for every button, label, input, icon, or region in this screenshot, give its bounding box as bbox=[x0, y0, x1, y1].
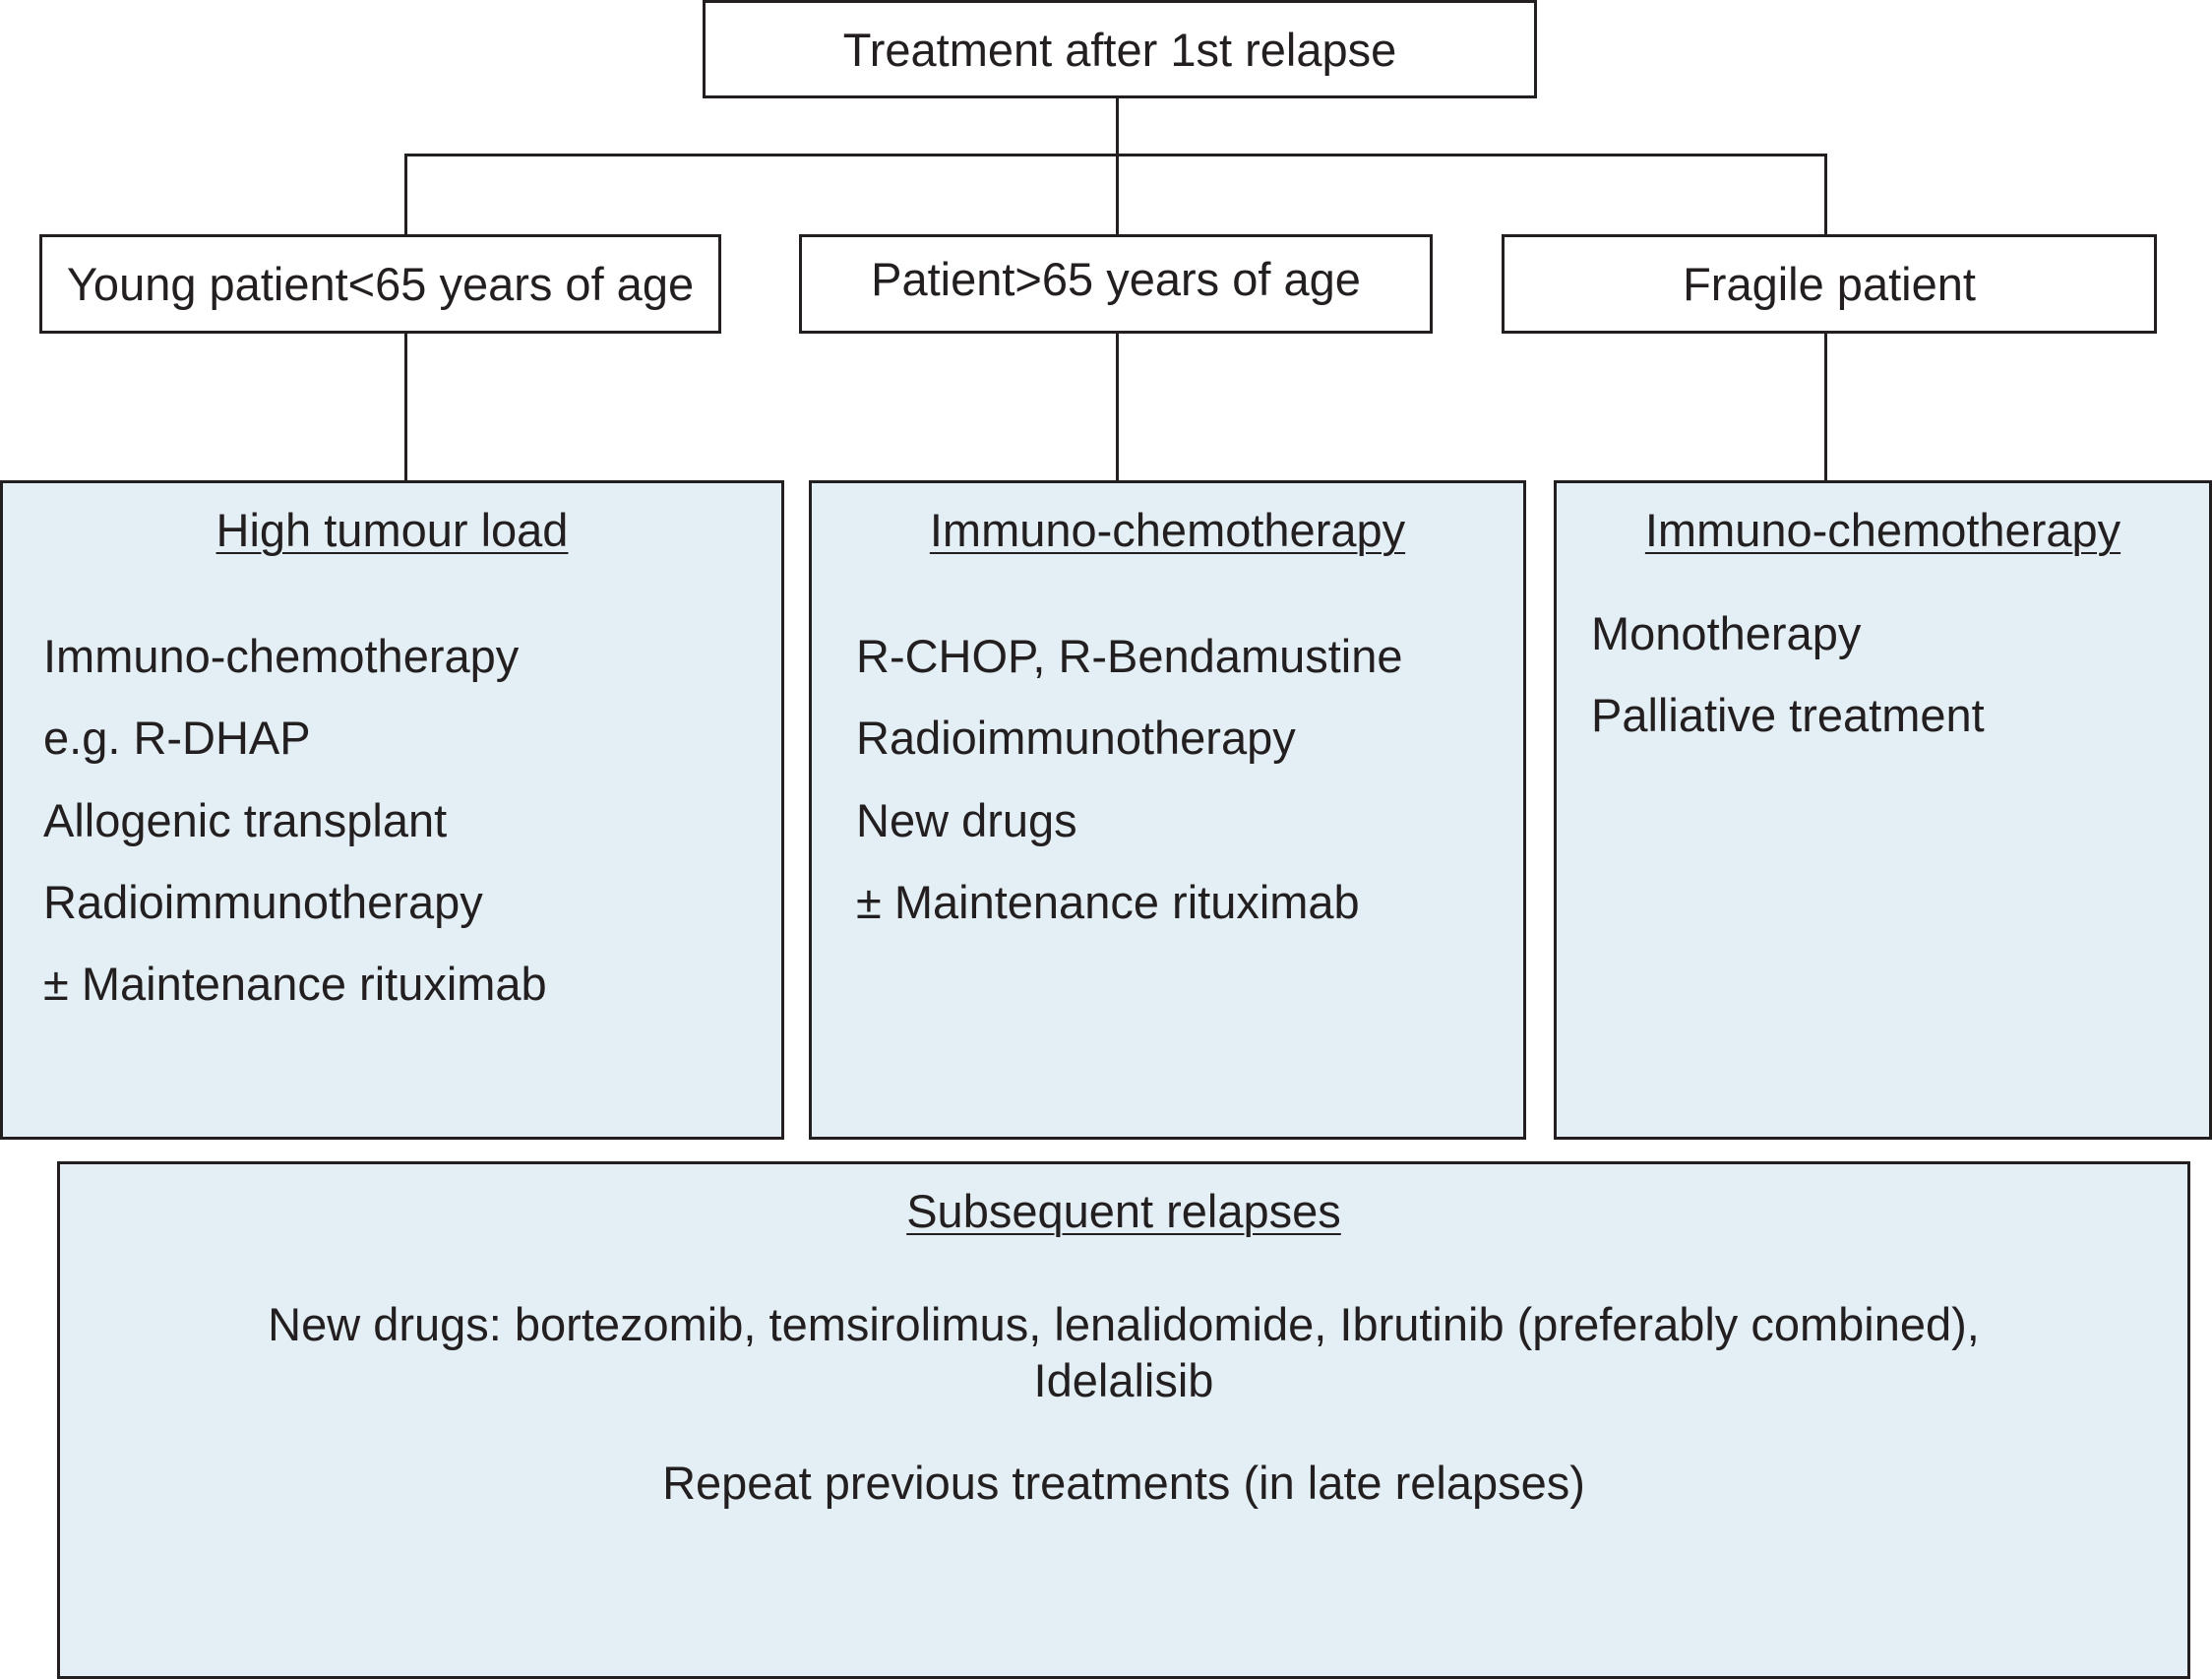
young-treatment-item: Immuno-chemotherapy bbox=[43, 630, 520, 682]
connector-to-older bbox=[1116, 154, 1119, 236]
young-treatment-item: e.g. R-DHAP bbox=[43, 712, 311, 764]
connector-young-to-detail bbox=[404, 332, 407, 483]
new-drugs-line-continued: Idelalisib bbox=[1033, 1354, 1214, 1406]
older-treatment-item: ± Maintenance rituximab bbox=[856, 876, 1360, 928]
connector-fragile-to-detail bbox=[1824, 332, 1827, 483]
older-patient-label: Patient>65 years of age bbox=[871, 253, 1361, 305]
root-node: Treatment after 1st relapse bbox=[703, 0, 1537, 98]
connector-root-down bbox=[1116, 95, 1119, 156]
subsequent-relapses-title: Subsequent relapses bbox=[906, 1185, 1341, 1237]
root-node-label: Treatment after 1st relapse bbox=[842, 23, 1397, 76]
young-patient-node: Young patient<65 years of age bbox=[39, 234, 721, 334]
fragile-patient-node: Fragile patient bbox=[1502, 234, 2157, 334]
fragile-treatment-item: Monotherapy bbox=[1591, 607, 1862, 659]
fragile-patient-label: Fragile patient bbox=[1683, 258, 1976, 310]
young-patient-label: Young patient<65 years of age bbox=[66, 258, 695, 310]
new-drugs-line: New drugs: bortezomib, temsirolimus, len… bbox=[268, 1298, 1980, 1350]
older-treatment-item: New drugs bbox=[856, 794, 1077, 846]
older-patient-node: Patient>65 years of age bbox=[799, 234, 1433, 334]
young-treatment-item: Allogenic transplant bbox=[43, 794, 448, 846]
fragile-patient-treatment-title: Immuno-chemotherapy bbox=[1644, 504, 2121, 556]
older-patient-treatment-box: Immuno-chemotherapy R-CHOP, R-Bendamusti… bbox=[809, 480, 1526, 1140]
repeat-treatments-line: Repeat previous treatments (in late rela… bbox=[662, 1457, 1585, 1509]
connector-older-to-detail bbox=[1116, 332, 1119, 483]
older-treatment-item: R-CHOP, R-Bendamustine bbox=[856, 630, 1403, 682]
young-treatment-item: Radioimmunotherapy bbox=[43, 876, 483, 928]
subsequent-relapses-box: Subsequent relapses New drugs: bortezomi… bbox=[57, 1161, 2190, 1679]
older-treatment-item: Radioimmunotherapy bbox=[856, 712, 1296, 764]
connector-to-fragile bbox=[1824, 154, 1827, 236]
young-patient-treatment-box: High tumour load Immuno-chemotherapy e.g… bbox=[0, 480, 784, 1140]
young-patient-treatment-title: High tumour load bbox=[215, 504, 569, 556]
fragile-treatment-item: Palliative treatment bbox=[1591, 689, 1985, 741]
older-patient-treatment-title: Immuno-chemotherapy bbox=[929, 504, 1406, 556]
fragile-patient-treatment-box: Immuno-chemotherapy Monotherapy Palliati… bbox=[1554, 480, 2212, 1140]
young-treatment-item: ± Maintenance rituximab bbox=[43, 958, 547, 1010]
connector-to-young bbox=[404, 154, 407, 236]
